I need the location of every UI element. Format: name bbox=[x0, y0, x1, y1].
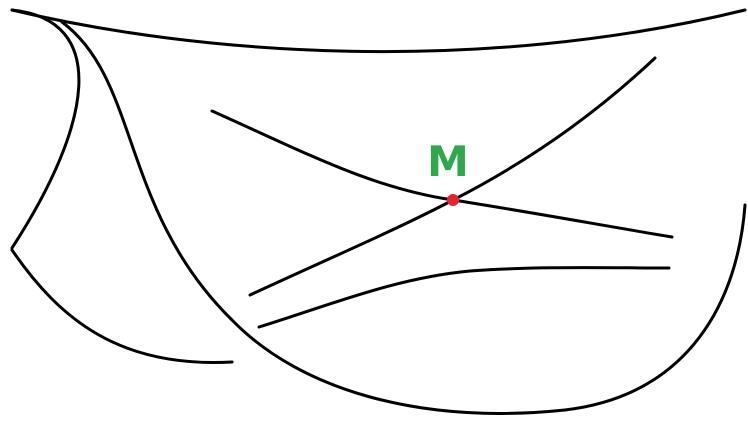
outer-shell-curve bbox=[10, 8, 81, 250]
lower-surface-curve bbox=[257, 266, 671, 329]
back-surface-lower-fold bbox=[10, 248, 234, 365]
surface-top-edge bbox=[10, 8, 747, 54]
point-m-label: M bbox=[427, 137, 469, 186]
surface-bowl-edge bbox=[60, 20, 747, 415]
point-m-dot bbox=[447, 194, 459, 206]
